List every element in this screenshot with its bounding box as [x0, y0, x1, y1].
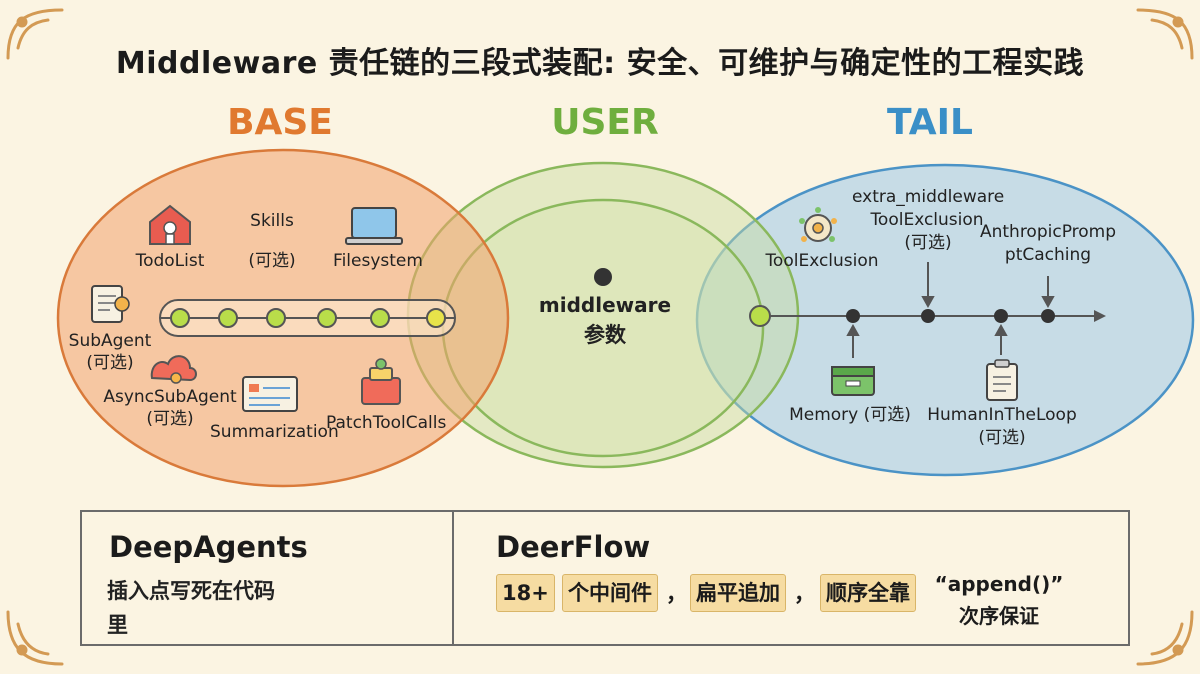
comparison-panel: DeepAgents 插入点写死在代码里 DeerFlow 18+ 个中间件 ，… — [80, 510, 1130, 646]
chip-flat-append: 扁平追加 — [690, 574, 786, 612]
filesystem-icon — [345, 207, 403, 245]
tail-chain-nodes — [846, 309, 1055, 323]
append-note: “append()” — [934, 572, 1064, 596]
subagent-optional-label: (可选) — [86, 353, 134, 373]
extra-toolexclusion-label: ToolExclusion — [870, 210, 984, 230]
deerflow-title: DeerFlow — [496, 530, 651, 564]
corner-ornament-bl — [6, 610, 64, 666]
filesystem-label: Filesystem — [333, 251, 423, 271]
extra-optional-label: (可选) — [904, 233, 952, 253]
asyncsubagent-optional-label: (可选) — [146, 409, 194, 429]
base-node-4 — [317, 308, 337, 328]
anthropic-label-2: ptCaching — [1004, 245, 1092, 265]
subagent-label: SubAgent — [68, 331, 152, 351]
user-dot — [594, 268, 612, 286]
user-middleware-line1: middleware — [538, 293, 672, 317]
separator-2: ， — [794, 582, 815, 606]
tail-chain-arrowhead — [1094, 310, 1106, 322]
extra-middleware-label: extra_middleware — [852, 187, 1005, 207]
chip-order: 顺序全靠 — [820, 574, 916, 612]
order-guarantee-note: 次序保证 — [959, 604, 1039, 628]
toolexclusion-gear-icon — [799, 207, 837, 242]
skills-label: Skills — [250, 211, 294, 231]
base-node-1 — [170, 308, 190, 328]
tail-node-4 — [1041, 309, 1055, 323]
async-subagent-icon — [150, 355, 197, 384]
summarization-label: Summarization — [210, 422, 339, 442]
deepagents-description: 插入点写死在代码里 — [107, 579, 275, 637]
base-section-label: BASE — [227, 102, 333, 143]
page-title: Middleware 责任链的三段式装配: 安全、可维护与确定性的工程实践 — [115, 46, 1085, 81]
base-node-6 — [426, 308, 446, 328]
panel-divider — [452, 512, 454, 644]
corner-ornament-br — [1136, 610, 1194, 666]
asyncsubagent-label: AsyncSubAgent — [103, 387, 237, 407]
summarization-icon — [242, 376, 298, 412]
tail-circle — [695, 163, 1195, 477]
base-node-5 — [370, 308, 390, 328]
toolexclusion-label: ToolExclusion — [765, 251, 879, 271]
todolist-label: TodoList — [135, 251, 205, 271]
tail-start-node — [749, 305, 771, 327]
corner-ornament-tr — [1136, 8, 1194, 60]
base-node-2 — [218, 308, 238, 328]
patchtoolcalls-icon — [361, 358, 401, 405]
memory-label: Memory (可选) — [789, 405, 911, 425]
corner-ornament-tl — [6, 8, 64, 60]
user-middleware-line2: 参数 — [584, 323, 626, 347]
tail-arrows — [846, 262, 1055, 358]
separator-1: ， — [666, 582, 687, 606]
chip-count: 18+ — [496, 574, 555, 612]
tail-section-label: TAIL — [887, 102, 973, 143]
subagent-icon — [91, 285, 130, 323]
anthropic-label-1: AnthropicPromp — [979, 222, 1117, 242]
base-chain-nodes — [170, 308, 446, 328]
skills-optional-label: (可选) — [248, 251, 296, 271]
tail-node-3 — [994, 309, 1008, 323]
user-section-label: USER — [551, 102, 659, 143]
humanintheloop-label: HumanInTheLoop — [927, 405, 1077, 425]
deepagents-title: DeepAgents — [109, 530, 308, 564]
chip-middlewares: 个中间件 — [562, 574, 658, 612]
tail-node-1 — [846, 309, 860, 323]
patchtoolcalls-label: PatchToolCalls — [326, 413, 447, 433]
user-middleware-label: middleware 参数 — [520, 290, 690, 350]
base-node-3 — [266, 308, 286, 328]
humanintheloop-optional-label: (可选) — [978, 428, 1026, 448]
todolist-icon — [149, 204, 191, 245]
memory-icon — [831, 366, 875, 396]
humanintheloop-icon — [986, 359, 1018, 401]
tail-node-2 — [921, 309, 935, 323]
